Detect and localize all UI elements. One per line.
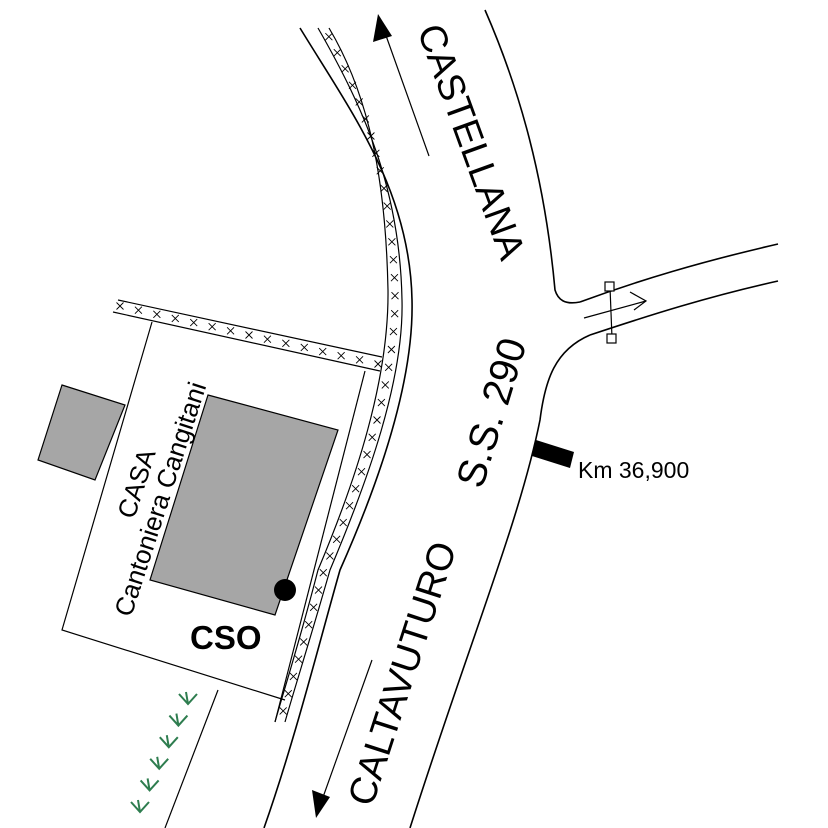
main-road-east-edge	[484, 9, 581, 304]
fence-mark	[389, 255, 398, 264]
fence-mark	[208, 322, 216, 331]
fence-mark	[134, 306, 143, 314]
fence-mark	[282, 339, 290, 348]
fence-mark	[363, 450, 371, 459]
fence-mark	[357, 467, 366, 476]
fence-mark	[326, 552, 334, 560]
gate-post-north	[604, 281, 615, 292]
fence-marks	[116, 32, 399, 715]
side-road-arrow-head	[629, 291, 648, 311]
fence-mark	[300, 343, 309, 352]
fence-mark	[289, 672, 298, 681]
fence-mark	[367, 132, 375, 140]
main-road-east-edge-south	[409, 334, 591, 828]
access-path	[130, 689, 219, 828]
side-road-arrow-shaft	[583, 300, 647, 319]
fence-mark	[355, 356, 364, 364]
fence-mark	[226, 327, 235, 335]
access-path-east-edge	[164, 689, 219, 828]
tree-symbol-icon	[178, 691, 198, 706]
fence-mark	[383, 202, 391, 210]
side-road	[579, 243, 779, 344]
outbuilding	[37, 384, 126, 481]
fence-mark	[189, 318, 198, 327]
fence-mark	[390, 309, 399, 318]
fence-mark	[314, 586, 323, 594]
fence-horizontal-top	[117, 299, 383, 358]
main-building	[149, 394, 339, 616]
fence-mark	[355, 98, 364, 106]
fence-mark	[388, 237, 396, 246]
tree-symbol-icon	[168, 713, 189, 728]
side-road-north-edge	[579, 243, 779, 303]
fence-mark	[116, 302, 124, 310]
fence-mark	[332, 535, 341, 544]
arrow-up-left-icon	[373, 14, 392, 42]
fence-mark	[333, 48, 342, 57]
fence-horizontal-bottom	[112, 311, 381, 372]
fence-mark	[294, 655, 303, 664]
km-marker-label: Km 36,900	[578, 457, 689, 483]
south-arrow-shaft	[321, 659, 373, 801]
fence-mark	[309, 603, 318, 612]
tree-symbol-icon	[130, 799, 150, 814]
fence-mark	[374, 360, 382, 368]
fence-mark	[319, 568, 328, 577]
property-boundary	[61, 321, 286, 701]
fence-mark	[284, 689, 293, 698]
fence-mark	[348, 81, 357, 90]
station-label: CSO	[190, 619, 262, 656]
fence-vertical-inner	[274, 27, 389, 723]
km-marker: Km 36,900	[532, 440, 689, 483]
km-marker-bar	[532, 440, 574, 468]
fence-mark	[337, 351, 345, 360]
fence-mark	[372, 149, 380, 158]
north-arrow-group	[373, 14, 430, 157]
fence-mark	[245, 331, 253, 339]
gate-post-south	[606, 333, 617, 344]
fence-mark	[381, 381, 390, 389]
fence-mark	[341, 65, 349, 73]
tree-symbol-icon	[139, 778, 160, 792]
fence-mark	[373, 416, 381, 424]
north-arrow-shaft	[383, 29, 430, 157]
side-road-gate-line	[609, 286, 613, 339]
fence-mark	[377, 398, 386, 407]
property	[37, 321, 366, 723]
fence-mark	[387, 345, 396, 354]
station-marker	[274, 579, 296, 601]
fence-mark	[304, 620, 313, 629]
fence-mark	[299, 638, 308, 646]
tree-symbol-icon	[159, 735, 179, 749]
tree-symbol-icon	[149, 756, 169, 771]
fence-mark	[391, 291, 399, 300]
fence-mark	[385, 220, 394, 228]
main-road-west-edge	[263, 27, 413, 828]
south-arrow-group	[312, 659, 373, 818]
fence-mark	[389, 327, 398, 336]
fence-mark	[339, 518, 348, 527]
fence-mark	[279, 707, 287, 715]
fence-mark	[384, 363, 393, 372]
fence-mark	[263, 335, 272, 343]
fence-mark	[390, 273, 399, 282]
fence-horizontal	[112, 299, 383, 372]
fence-mark	[171, 314, 180, 323]
fence-mark	[351, 484, 360, 493]
fence-mark	[376, 166, 385, 175]
fence-mark	[153, 310, 161, 319]
tree-row	[130, 691, 198, 814]
main-road	[263, 9, 591, 828]
fence-mark	[368, 433, 377, 442]
property-boundary-east	[274, 370, 366, 723]
arrow-down-left-icon	[312, 790, 330, 818]
fence-mark	[325, 32, 333, 41]
fence-mark	[345, 501, 354, 510]
fence-mark	[318, 347, 327, 356]
fence-mark	[380, 184, 388, 193]
fence-vertical	[274, 27, 403, 723]
fence-mark	[361, 115, 370, 123]
